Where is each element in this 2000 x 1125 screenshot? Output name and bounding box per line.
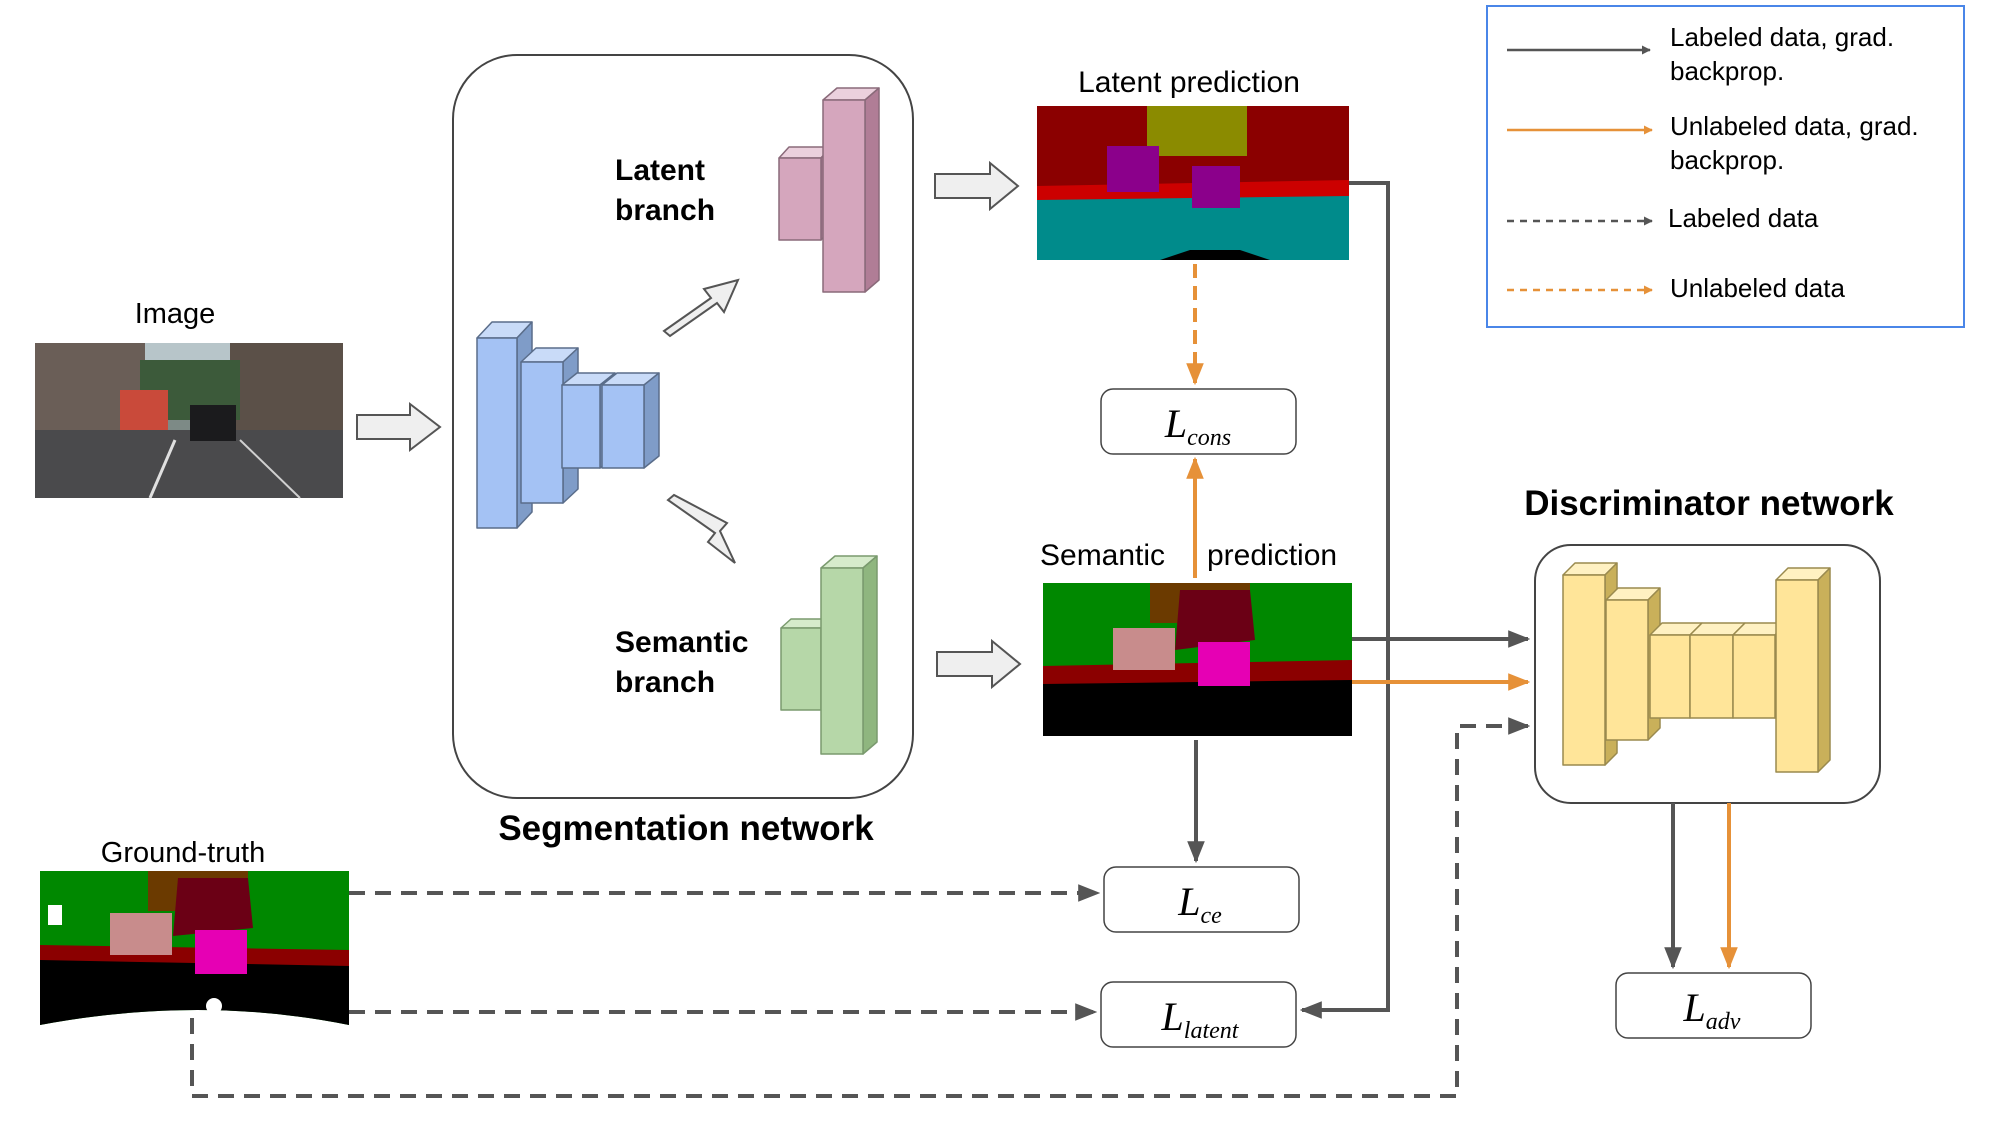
- loss-ce-subscript: ce: [1200, 903, 1222, 929]
- image-to-encoder-arrow: [356, 401, 442, 453]
- svg-text:Lce: Lce: [1177, 879, 1222, 929]
- semantic-prediction-label-word1: Semantic: [1040, 539, 1165, 572]
- encoder-to-latent-arrow: [662, 278, 740, 338]
- legend: Labeled data, grad. backprop. Unlabeled …: [1486, 5, 1965, 328]
- discriminator-network-label: Discriminator network: [1524, 484, 1894, 523]
- semantic-branch-blocks: [780, 555, 878, 755]
- semantic-branch-to-prediction-arrow: [936, 638, 1022, 690]
- loss-cons-box: Lcons: [1100, 388, 1297, 455]
- svg-text:Ladv: Ladv: [1683, 985, 1741, 1035]
- legend-item2-line2: backprop.: [1670, 145, 1784, 175]
- segmentation-network-label: Segmentation network: [498, 809, 874, 848]
- legend-item1-line2: backprop.: [1670, 56, 1784, 86]
- segmentation-network-box: [452, 54, 914, 799]
- semantic-prediction-map: [1043, 583, 1352, 736]
- latent-branch-blocks: [778, 87, 880, 293]
- latent-branch-to-prediction-arrow: [934, 160, 1020, 212]
- legend-item3: Labeled data: [1668, 203, 1819, 233]
- legend-item4: Unlabeled data: [1670, 273, 1845, 303]
- svg-text:Llatent: Llatent: [1161, 994, 1240, 1044]
- latent-branch-label-line1: Latent: [615, 154, 705, 187]
- loss-adv-symbol: L: [1683, 985, 1706, 1030]
- loss-latent-box: Llatent: [1100, 981, 1297, 1048]
- loss-cons-subscript: cons: [1187, 425, 1231, 451]
- semantic-branch-label-line1: Semantic: [615, 626, 748, 659]
- latent-to-llatent-connector: [1299, 181, 1390, 1019]
- discriminator-network-box: [1534, 544, 1881, 804]
- svg-text:Lcons: Lcons: [1164, 401, 1231, 451]
- ground-truth-label: Ground-truth: [101, 837, 265, 869]
- semantic-prediction-label-word2: prediction: [1207, 539, 1337, 572]
- semantic-branch-label-line2: branch: [615, 666, 715, 699]
- encoder-to-semantic-arrow: [666, 493, 736, 564]
- legend-box: [1486, 5, 1965, 328]
- legend-item2-line1: Unlabeled data, grad.: [1670, 111, 1919, 141]
- loss-ce-box: Lce: [1103, 866, 1300, 933]
- input-street-image: [35, 343, 343, 499]
- latent-prediction-map: [1037, 106, 1349, 260]
- legend-item1-line1: Labeled data, grad.: [1670, 22, 1894, 52]
- loss-latent-subscript: latent: [1184, 1018, 1240, 1044]
- loss-latent-symbol: L: [1161, 994, 1184, 1039]
- loss-adv-subscript: adv: [1706, 1009, 1741, 1035]
- latent-prediction-label: Latent prediction: [1078, 66, 1300, 99]
- ground-truth-map: [40, 871, 349, 1025]
- loss-cons-symbol: L: [1164, 401, 1187, 446]
- loss-ce-symbol: L: [1177, 879, 1200, 924]
- discriminator-blocks: [1562, 562, 1831, 773]
- image-label: Image: [135, 298, 216, 330]
- loss-adv-box: Ladv: [1615, 972, 1812, 1039]
- groundtruth-to-discriminator-connector: [190, 717, 1531, 1098]
- encoder-blocks: [476, 321, 660, 529]
- latent-branch-label-line2: branch: [615, 194, 715, 227]
